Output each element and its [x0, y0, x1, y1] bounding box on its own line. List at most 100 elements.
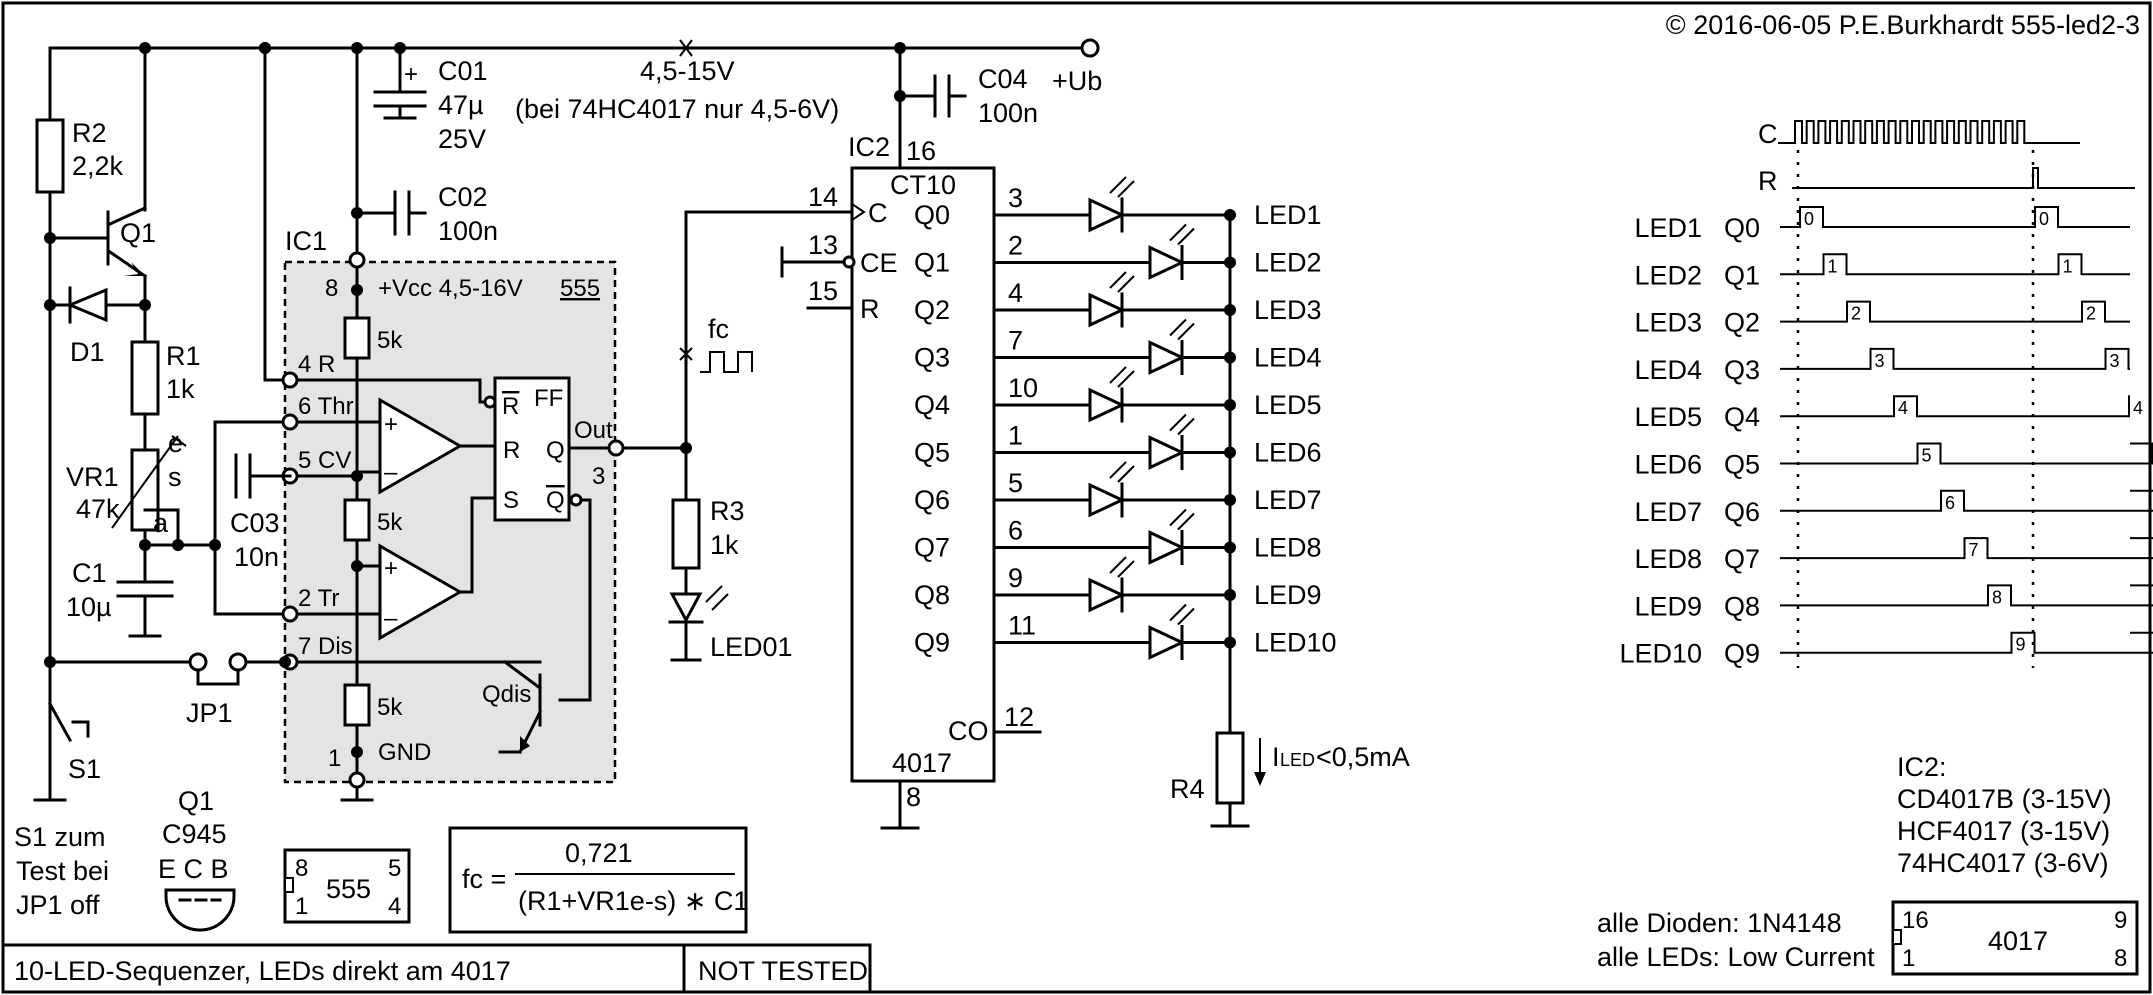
led-diode-icon: [1088, 292, 1126, 328]
svg-text:GND: GND: [378, 739, 431, 766]
timing-led-label: LED1: [1634, 213, 1702, 243]
led-diode-icon: [1148, 435, 1186, 470]
svg-text:C01: C01: [438, 56, 488, 86]
footer-status: NOT TESTED: [698, 956, 868, 986]
svg-text:5k: 5k: [377, 509, 403, 536]
svg-text:C1: C1: [72, 558, 107, 588]
svg-text:5k: 5k: [377, 327, 403, 354]
timing-led-label: LED8: [1634, 544, 1702, 574]
ic2-output-label: Q8: [914, 580, 950, 610]
timing-q-label: Q9: [1724, 639, 1760, 669]
svg-text:4017: 4017: [892, 748, 952, 778]
svg-text:4017: 4017: [1988, 926, 2048, 956]
timing-row: LED10Q999: [1619, 631, 2153, 669]
timing-row: LED8Q777: [1634, 537, 2153, 574]
ic1-555-box: [283, 260, 617, 784]
svg-text:3: 3: [592, 463, 605, 490]
svg-text:C03: C03: [230, 508, 280, 538]
timing-step-label: 3: [2110, 351, 2120, 371]
ic2-output-label: Q2: [914, 295, 950, 325]
timing-step-label: 9: [2016, 635, 2026, 655]
svg-text:HCF4017 (3-15V): HCF4017 (3-15V): [1897, 816, 2110, 846]
led-diode-icon: [1088, 387, 1126, 423]
led-diode-icon: [1088, 197, 1126, 233]
svg-text:s: s: [168, 462, 182, 492]
svg-text:6 Thr: 6 Thr: [298, 393, 354, 420]
svg-text:Q: Q: [546, 437, 565, 464]
timing-row: LED9Q888: [1634, 584, 2153, 621]
timing-step-label: 2: [2086, 304, 2096, 324]
r2-resistor: R2 2,2k: [35, 118, 124, 194]
supply-range: 4,5-15V: [640, 56, 735, 86]
c03-capacitor: C03 10n: [230, 453, 292, 572]
note-leds: alle LEDs: Low Current: [1597, 942, 1875, 972]
ic2-output-pin: 2: [1008, 231, 1023, 261]
ic2-output-label: Q7: [914, 533, 950, 563]
timing-waveform: [1780, 253, 2130, 276]
timing-waveform: [1780, 584, 2153, 607]
timing-q-label: Q3: [1724, 355, 1760, 385]
svg-text:555: 555: [560, 275, 600, 302]
ic2-output-label: Q9: [914, 628, 950, 658]
r4-resistor: R4 I LED <0,5mA: [1170, 731, 1410, 828]
timing-step-label: 4: [2133, 398, 2143, 418]
ic1-internals: IC1 8 +Vcc 4,5-16V 555 5k 5k 5k 1 GND 4 …: [281, 226, 625, 802]
svg-text:+: +: [404, 61, 418, 88]
ic2-output-pin: 5: [1008, 468, 1023, 498]
svg-text:JP1: JP1: [186, 698, 233, 728]
timing-step-label: 0: [2039, 209, 2049, 229]
ic2-output-label: Q3: [914, 343, 950, 373]
timing-row: LED6Q555: [1634, 442, 2153, 480]
thr-tr-link: [213, 420, 292, 616]
svg-text:5 CV: 5 CV: [298, 447, 351, 474]
timing-step-label: 7: [1969, 540, 1979, 560]
ic2-output-pin: 6: [1008, 516, 1023, 546]
svg-text:10µ: 10µ: [66, 592, 112, 622]
svg-text:e: e: [168, 428, 183, 458]
svg-text:16: 16: [1902, 907, 1929, 934]
r1-resistor: R1 1k: [130, 340, 201, 452]
timing-step-label: 5: [1922, 446, 1932, 466]
c01-capacitor: + C01 47µ 25V: [373, 46, 488, 154]
svg-text:Q1: Q1: [178, 786, 214, 816]
svg-text:9: 9: [2114, 907, 2127, 934]
ic2-variants: IC2: CD4017B (3-15V) HCF4017 (3-15V) 74H…: [1897, 752, 2112, 878]
svg-text:LED01: LED01: [710, 632, 793, 662]
led-name: LED10: [1254, 628, 1337, 658]
timing-step-label: 8: [1992, 587, 2002, 607]
ub-label: +Ub: [1052, 66, 1102, 96]
timing-led-label: LED3: [1634, 308, 1702, 338]
timing-waveform: [1780, 300, 2130, 323]
svg-text:<0,5mA: <0,5mA: [1316, 742, 1410, 772]
svg-text:IC2: IC2: [848, 132, 890, 162]
svg-text:16: 16: [906, 136, 936, 166]
ic2-output-label: Q6: [914, 485, 950, 515]
timing-step-label: 4: [1898, 398, 1908, 418]
timing-step-label: 6: [1945, 493, 1955, 513]
svg-text:E C B: E C B: [158, 854, 229, 884]
timing-waveform: [1780, 442, 2153, 465]
svg-text:VR1: VR1: [66, 462, 119, 492]
led-diode-icon: [1148, 530, 1186, 565]
timing-q-label: Q2: [1724, 308, 1760, 338]
svg-text:C945: C945: [162, 819, 227, 849]
svg-text:FF: FF: [534, 385, 563, 412]
supply-rail: +Ub 4,5-15V (bei 74HC4017 nur 4,5-6V): [48, 38, 1102, 124]
timing-waveform: [1780, 206, 2130, 228]
svg-text:0,721: 0,721: [565, 838, 633, 868]
svg-text:8: 8: [2114, 945, 2127, 972]
led-name: LED2: [1254, 248, 1322, 278]
svg-text:12: 12: [1004, 702, 1034, 732]
svg-text:Q1: Q1: [120, 218, 156, 248]
svg-text:+Vcc 4,5-16V: +Vcc 4,5-16V: [378, 275, 523, 302]
copyright-text: © 2016-06-05 P.E.Burkhardt 555-led2-3: [1666, 10, 2140, 40]
